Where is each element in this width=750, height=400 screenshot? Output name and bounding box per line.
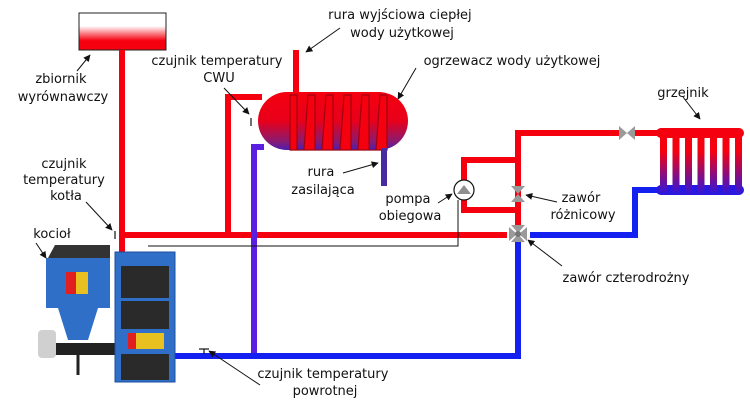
arrow-supply-pipe (342, 161, 379, 174)
differential-valve (511, 186, 525, 202)
pipe-cold-return (158, 242, 521, 359)
arrow-boiler (35, 242, 47, 259)
label-four-way-valve: zawór czterodrożny (563, 271, 690, 286)
radiator-fin (722, 128, 730, 195)
boiler (38, 245, 176, 383)
expansion-tank (78, 12, 167, 51)
label-pump: pompa obiegowa (379, 192, 442, 224)
arrow-hot-outlet (305, 27, 341, 53)
label-boiler-sensor: czujnik temperatury kotła (23, 157, 109, 204)
arrow-radiator (682, 96, 701, 120)
arrow-dhw-sensor (223, 87, 250, 115)
circulation-pump (453, 179, 475, 201)
radiator-fin (685, 128, 692, 195)
label-water-heater: ogrzewacz wody użytkowej (424, 54, 601, 69)
return-sensor (199, 348, 209, 354)
label-expansion-tank: zbiornik wyrównawczy (18, 72, 109, 105)
pipe-hot-dhw-loop (225, 94, 262, 235)
radiator-fin (697, 128, 705, 195)
label-return-sensor: czujnik temperatury powrotnej (257, 367, 392, 399)
arrow-pump (437, 193, 453, 204)
radiator-fin (710, 128, 717, 195)
radiator-fin (672, 128, 680, 195)
arrow-expansion-tank (76, 54, 91, 72)
pipe-cold-radiator-return (530, 187, 660, 238)
label-radiator: grzejnik (657, 86, 709, 101)
arrow-four-way-valve (527, 239, 563, 267)
radiator-fin (660, 128, 667, 195)
radiator-fin (735, 128, 742, 195)
label-boiler: kocioł (33, 227, 71, 242)
label-hot-outlet: rura wyjściowa ciepłej wody użytkowej (328, 8, 476, 41)
pipe-heater-return (251, 144, 264, 356)
radiator-valve (619, 126, 635, 140)
four-way-valve (509, 225, 527, 242)
radiator (656, 128, 744, 195)
arrow-return-sensor (208, 350, 261, 386)
arrow-water-heater (397, 67, 417, 100)
label-supply-pipe: rura zasilająca (291, 165, 354, 198)
heater-coil (289, 94, 388, 151)
arrow-boiler-sensor (85, 201, 113, 231)
label-dhw-sensor: czujnik temperatury CWU (151, 54, 286, 86)
arrow-differential-valve (525, 192, 558, 203)
control-wire (148, 200, 459, 247)
label-differential-valve: zawór różnicowy (550, 191, 615, 223)
